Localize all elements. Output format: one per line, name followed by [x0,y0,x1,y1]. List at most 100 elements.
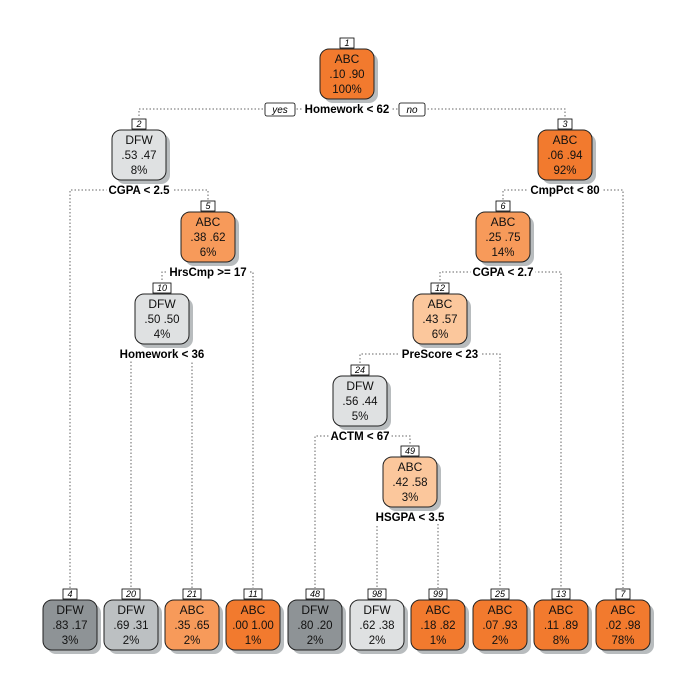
node-box [382,456,438,508]
node-number: 4 [67,589,72,599]
node-probabilities: .18 .82 [420,620,455,632]
node-class-label: DFW [148,297,176,311]
tree-edge [130,353,162,588]
node-percent: 2% [492,635,509,647]
tree-edge [138,108,347,118]
node-number-tag [367,588,387,600]
node-percent: 6% [432,329,449,341]
node-number-tag [428,588,448,600]
node-probabilities: .83 .17 [52,620,87,632]
node-number: 5 [205,201,211,211]
split-condition: HSGPA < 3.5 [376,512,445,524]
split-label-bg [528,185,602,197]
split-label-bg [167,267,249,279]
split-label-bg [302,104,392,116]
tree-edge [208,271,254,588]
split-condition: HrsCmp >= 17 [169,267,246,279]
tree-edge [565,189,624,588]
node-box [332,375,388,427]
node-percent: 2% [123,635,140,647]
node-number-tag [62,588,78,600]
node-number: 48 [310,589,320,599]
node-number-tag [182,588,202,600]
node-class-label: ABC [611,603,636,617]
node-number-tag [495,200,511,212]
node-class-label: ABC [491,215,516,229]
node-percent: 8% [131,165,148,177]
node-number-tag [615,588,631,600]
node-probabilities: .38 .62 [190,232,225,244]
node-percent: 2% [184,635,201,647]
node-number: 7 [620,589,626,599]
node-probabilities: .56 .44 [342,396,378,408]
node-number: 10 [157,283,167,293]
node-probabilities: .02 .98 [605,620,640,632]
tree-edge [376,516,410,588]
node-box [287,599,343,651]
node-number-tag [490,588,510,600]
tree-edge [69,189,139,588]
split-condition: Homework < 36 [120,349,205,361]
node-number-tag [339,37,355,49]
node-class-label: ABC [335,52,360,66]
node-percent: 78% [611,635,634,647]
node-box [475,211,531,263]
node-percent: 4% [154,329,171,341]
tree-edge [410,516,439,588]
node-probabilities: .10 .90 [329,69,364,81]
node-percent: 3% [402,492,419,504]
node-probabilities: .25 .75 [485,232,520,244]
node-number-tag [557,118,573,130]
node-box [410,599,466,651]
node-number-tag [131,118,147,130]
node-number: 21 [186,589,197,599]
node-class-label: ABC [553,133,578,147]
split-label-bg [470,267,536,279]
node-box [319,48,375,100]
node-probabilities: .06 .94 [547,150,583,162]
node-probabilities: .69 .31 [113,620,148,632]
node-number-tag [121,588,141,600]
node-number-tag [400,445,420,457]
split-condition: ACTM < 67 [330,431,389,443]
node-class-label: ABC [488,603,513,617]
node-number-tag [430,282,450,294]
node-number: 12 [435,283,445,293]
node-class-label: DFW [56,603,84,617]
node-box [412,293,468,345]
yes-branch-tag [264,102,296,117]
tree-edge [503,271,562,588]
node-probabilities: .53 .47 [121,150,156,162]
node-number-tag [200,200,216,212]
no-branch-label: no [406,105,418,116]
node-class-label: ABC [549,603,574,617]
split-label-bg [117,349,207,361]
node-percent: 3% [62,635,79,647]
node-box [42,599,98,651]
split-condition: PreScore < 23 [402,349,478,361]
node-number: 99 [433,589,443,599]
tree-edge [360,435,411,445]
node-percent: 2% [369,635,386,647]
tree-edge [440,353,501,588]
node-number: 6 [500,201,505,211]
node-percent: 1% [245,635,262,647]
node-number: 20 [125,589,136,599]
node-number: 1 [344,38,349,48]
node-box [164,599,220,651]
node-percent: 2% [307,635,324,647]
